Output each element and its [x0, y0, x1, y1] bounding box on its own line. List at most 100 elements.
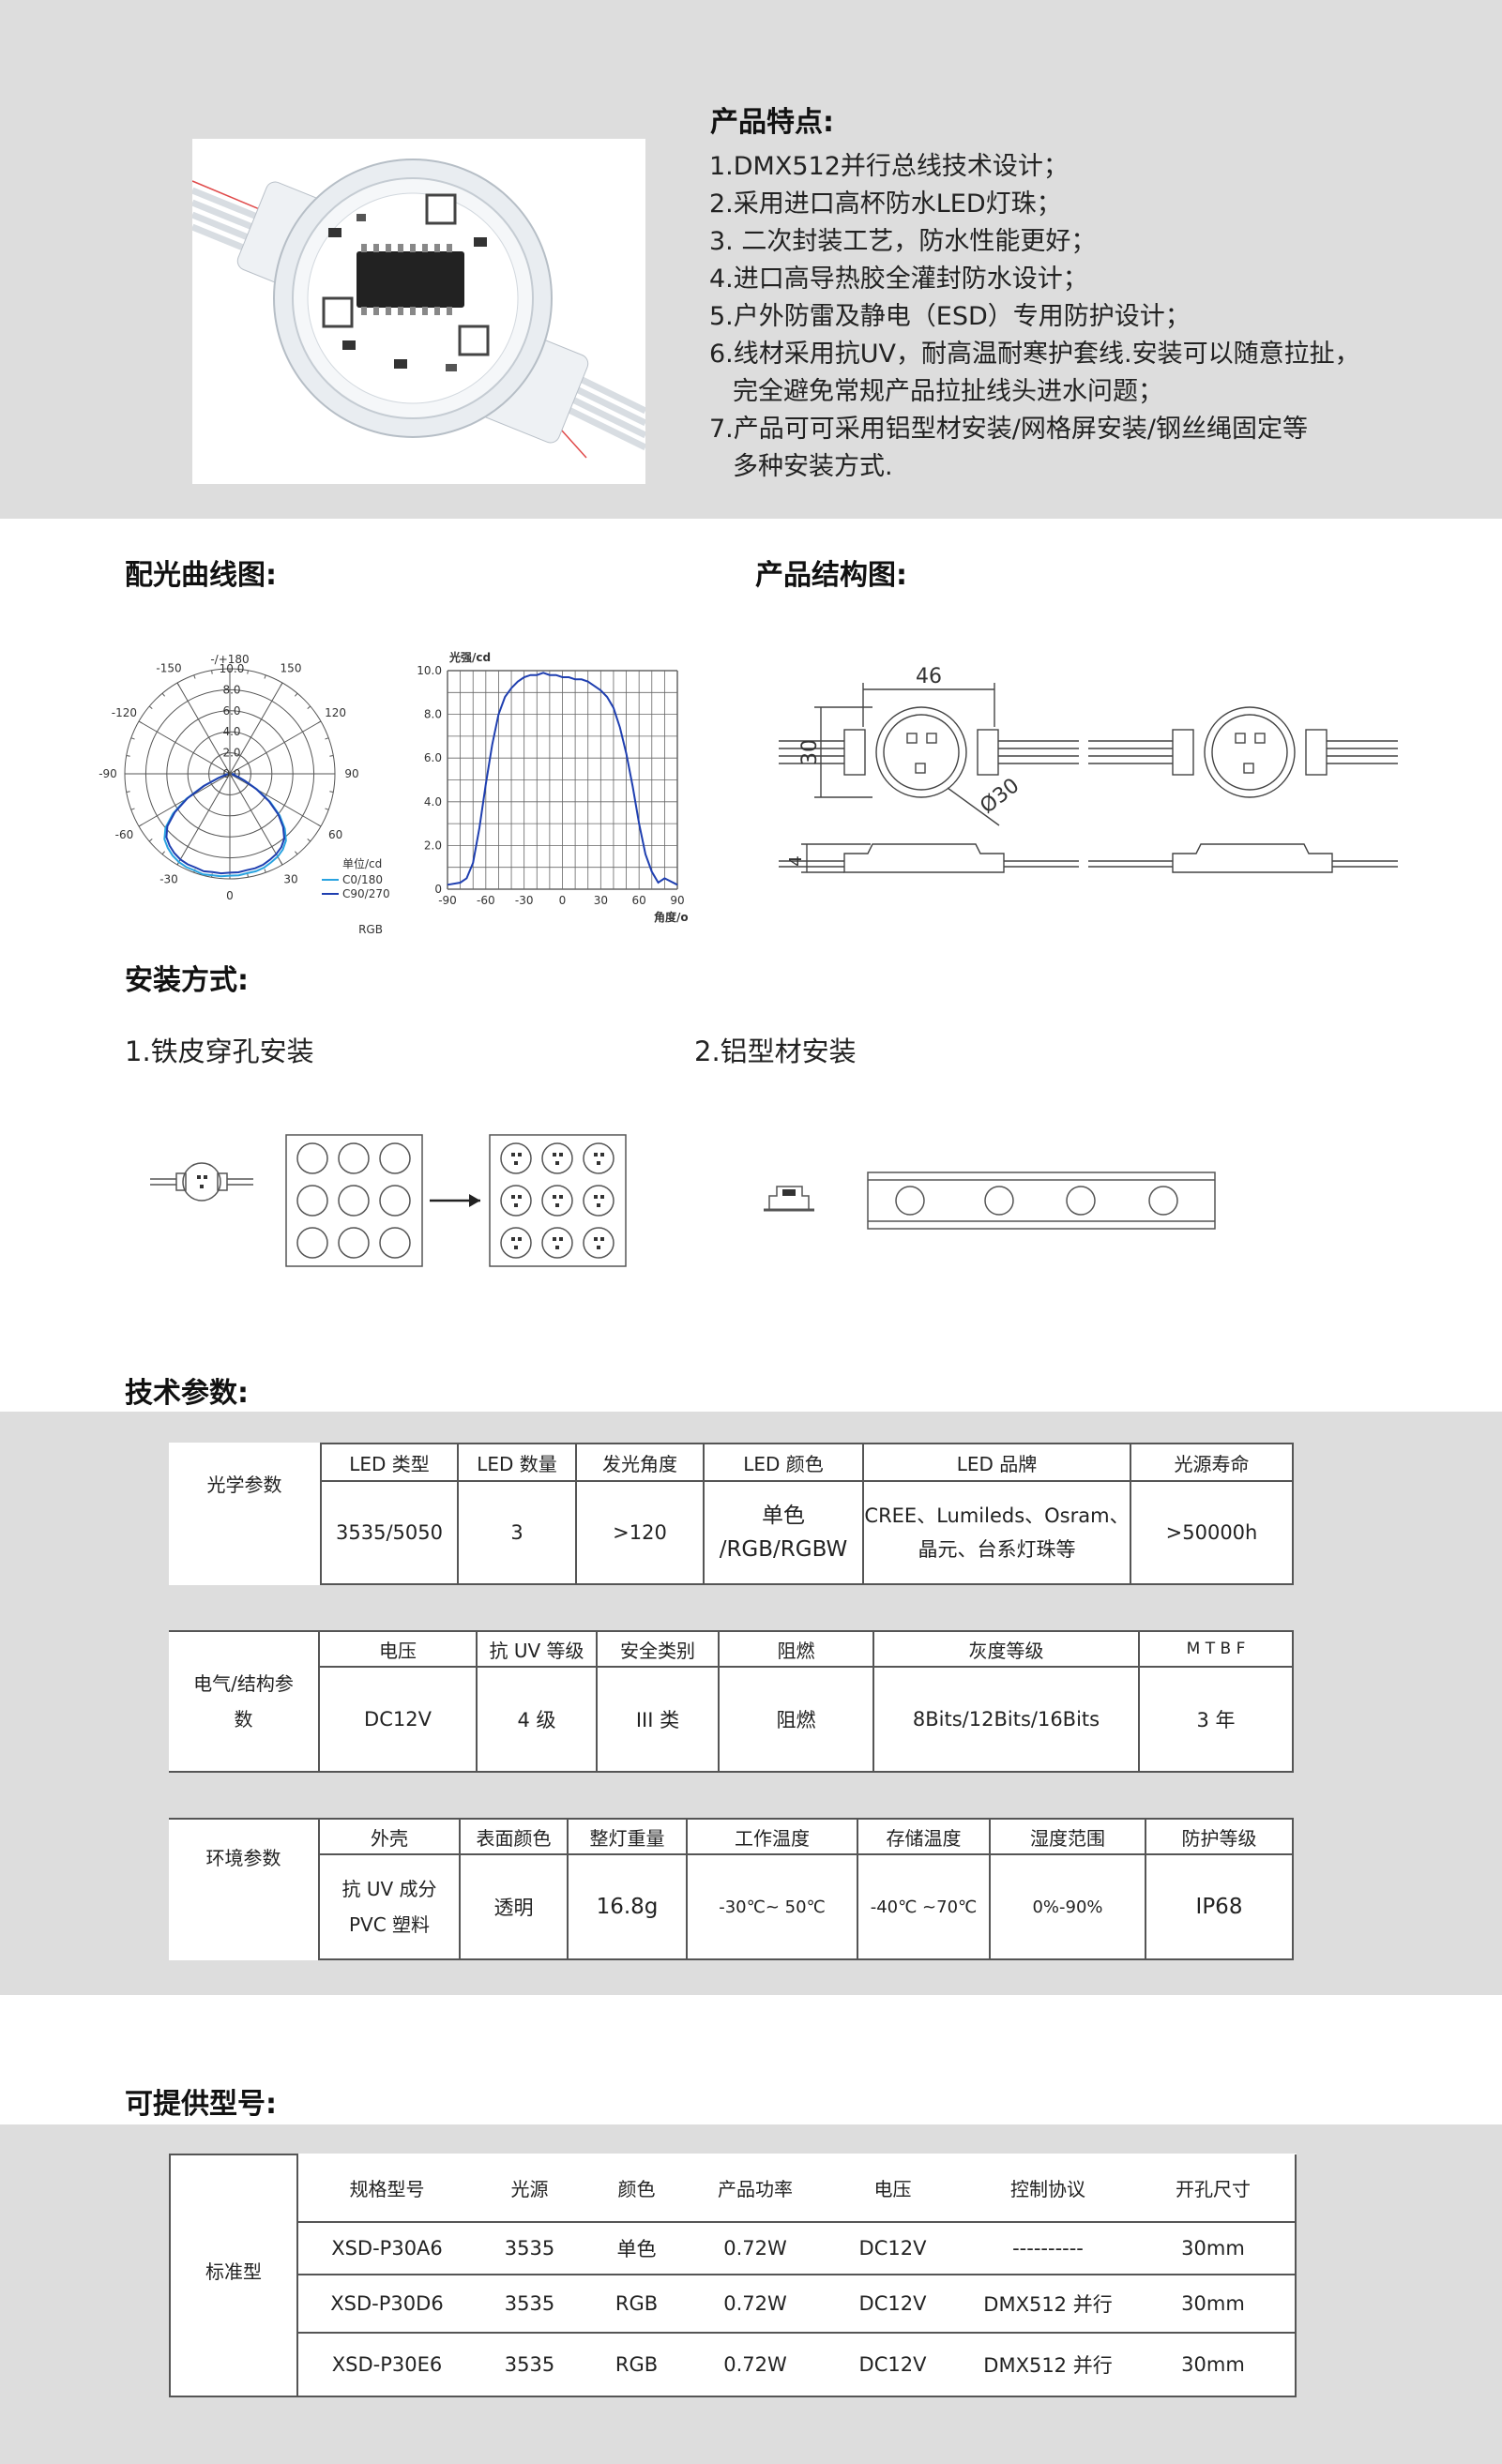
optical-params-table: 光学参数 LED 类型 LED 数量 发光角度 LED 颜色 LED 品牌 光源… — [169, 1443, 1294, 1585]
polar-ring-label: 2.0 — [222, 747, 240, 760]
polar-tick — [317, 720, 322, 724]
optical-value: 3 — [457, 1480, 577, 1585]
electrical-header: M T B F — [1138, 1630, 1294, 1668]
polar-tick — [280, 861, 283, 866]
electrical-value: DC12V — [318, 1666, 478, 1773]
chart-y-tick: 2.0 — [424, 839, 442, 852]
tech-title: 技术参数: — [125, 1377, 249, 1410]
feature-line: 5.户外防雷及静电（ESD）专用防护设计； — [709, 302, 1191, 331]
product-photo — [190, 139, 647, 484]
polar-ring-label: 0.0 — [222, 767, 240, 780]
environment-value: IP68 — [1145, 1853, 1294, 1960]
polar-ring-label: 8.0 — [222, 683, 240, 696]
polar-tick — [161, 851, 165, 855]
polar-tick — [247, 873, 249, 878]
polar-tick — [264, 869, 266, 873]
models-cell: DC12V — [821, 2274, 964, 2334]
chart-y-label: 光强/cd — [448, 650, 491, 664]
models-cell: DC12V — [821, 2332, 964, 2397]
polar-angle-label: 90 — [344, 767, 358, 780]
polar-tick — [211, 670, 213, 674]
install-method-1: 1.铁皮穿孔安装 — [125, 1035, 314, 1067]
models-cell: RGB — [584, 2332, 690, 2397]
dim-height: 30 — [798, 739, 822, 765]
electrical-value: III 类 — [596, 1666, 720, 1773]
optical-header: 光源寿命 — [1130, 1443, 1294, 1482]
environment-header: 表面颜色 — [459, 1818, 569, 1855]
optical-value: >50000h — [1130, 1480, 1294, 1585]
optical-header: LED 颜色 — [703, 1443, 864, 1482]
models-table: 标准型 规格型号 光源 颜色 产品功率 电压 控制协议 开孔尺寸 XSD-P30… — [169, 2154, 1297, 2397]
install-drawing-1 — [150, 1134, 627, 1267]
models-cell: DMX512 并行 — [964, 2332, 1131, 2397]
feature-line: 3. 二次封装工艺，防水性能更好； — [709, 227, 1097, 256]
optical-header: 发光角度 — [575, 1443, 705, 1482]
polar-tick — [295, 851, 298, 855]
polar-tick — [138, 720, 143, 724]
polar-angle-label: 0 — [226, 889, 234, 902]
light-curve-title: 配光曲线图: — [125, 559, 277, 592]
chart-y-tick: 0 — [434, 883, 442, 896]
models-cell: 30mm — [1131, 2332, 1297, 2397]
optical-header: LED 数量 — [457, 1443, 577, 1482]
electrical-header: 安全类别 — [596, 1630, 720, 1668]
polar-angle-label: -60 — [115, 828, 134, 841]
feature-line: 多种安装方式. — [733, 452, 893, 481]
models-group-label: 标准型 — [169, 2154, 298, 2397]
polar-ring-label: 4.0 — [222, 725, 240, 738]
environment-header: 防护等级 — [1145, 1818, 1294, 1855]
polar-tick — [126, 755, 130, 757]
chart-y-tick: 6.0 — [424, 751, 442, 764]
environment-header: 存储温度 — [857, 1818, 991, 1855]
feature-line: 2.采用进口高杯防水LED灯珠； — [709, 189, 1062, 219]
feature-line: 完全避免常规产品拉扯线头进水问题； — [733, 377, 1163, 406]
chart-x-tick: 30 — [594, 894, 608, 907]
polar-angle-label: -120 — [112, 706, 137, 719]
structure-title: 产品结构图: — [755, 559, 907, 592]
chart-x-tick: -90 — [438, 894, 457, 907]
dim-diameter: Ø30 — [976, 774, 1024, 819]
environment-params-table: 环境参数 外壳 表面颜色 整灯重量 工作温度 存储温度 湿度范围 防护等级 抗 … — [169, 1818, 1294, 1960]
polar-tick — [193, 674, 196, 679]
polar-angle-label: -30 — [159, 873, 178, 886]
models-header: 电压 — [821, 2154, 964, 2223]
environment-header: 整灯重量 — [567, 1818, 688, 1855]
polar-tick — [325, 737, 329, 740]
models-cell: XSD-P30D6 — [296, 2274, 476, 2334]
optical-value: CREE、Lumileds、Osram、 晶元、台系灯珠等 — [862, 1480, 1131, 1585]
polar-tick — [176, 682, 180, 687]
feature-line: 7.产品可可采用铝型材安装/网格屏安装/钢丝绳固定等 — [709, 415, 1308, 444]
polar-angle-label: 150 — [281, 661, 302, 674]
electrical-label: 电气/结构参 数 — [169, 1630, 320, 1773]
polar-angle-label: 60 — [328, 828, 342, 841]
models-cell: 30mm — [1131, 2221, 1297, 2275]
feature-line: 6.线材采用抗UV，耐高温耐寒护套线.安装可以随意拉扯， — [709, 340, 1360, 369]
environment-value: 透明 — [459, 1853, 569, 1960]
chart-x-tick: 90 — [670, 894, 684, 907]
models-header: 光源 — [476, 2154, 584, 2223]
install-drawing-2 — [764, 1172, 1216, 1230]
features-list: 1.DMX512并行总线技术设计；2.采用进口高杯防水LED灯珠；3. 二次封装… — [709, 148, 1360, 486]
models-cell: 3535 — [476, 2274, 584, 2334]
polar-tick — [317, 824, 322, 827]
models-cell: 30mm — [1131, 2274, 1297, 2334]
models-header: 规格型号 — [296, 2154, 476, 2223]
electrical-value: 阻燃 — [718, 1666, 874, 1773]
environment-value: 抗 UV 成分 PVC 塑料 — [318, 1853, 461, 1960]
models-cell: DC12V — [821, 2221, 964, 2275]
optical-header: LED 品牌 — [862, 1443, 1131, 1482]
polar-curve-c90 — [165, 773, 286, 875]
polar-tick — [247, 670, 249, 674]
polar-tick — [126, 791, 130, 793]
models-cell: 0.72W — [690, 2221, 821, 2275]
polar-tick — [138, 824, 143, 827]
models-cell: 单色 — [584, 2221, 690, 2275]
models-cell: DMX512 并行 — [964, 2274, 1131, 2334]
product-photo-illustration — [190, 159, 647, 459]
polar-tick — [307, 705, 311, 709]
chart-y-tick: 8.0 — [424, 708, 442, 721]
chart-x-tick: 60 — [632, 894, 646, 907]
environment-label: 环境参数 — [169, 1818, 320, 1959]
electrical-value: 4 级 — [476, 1666, 598, 1773]
